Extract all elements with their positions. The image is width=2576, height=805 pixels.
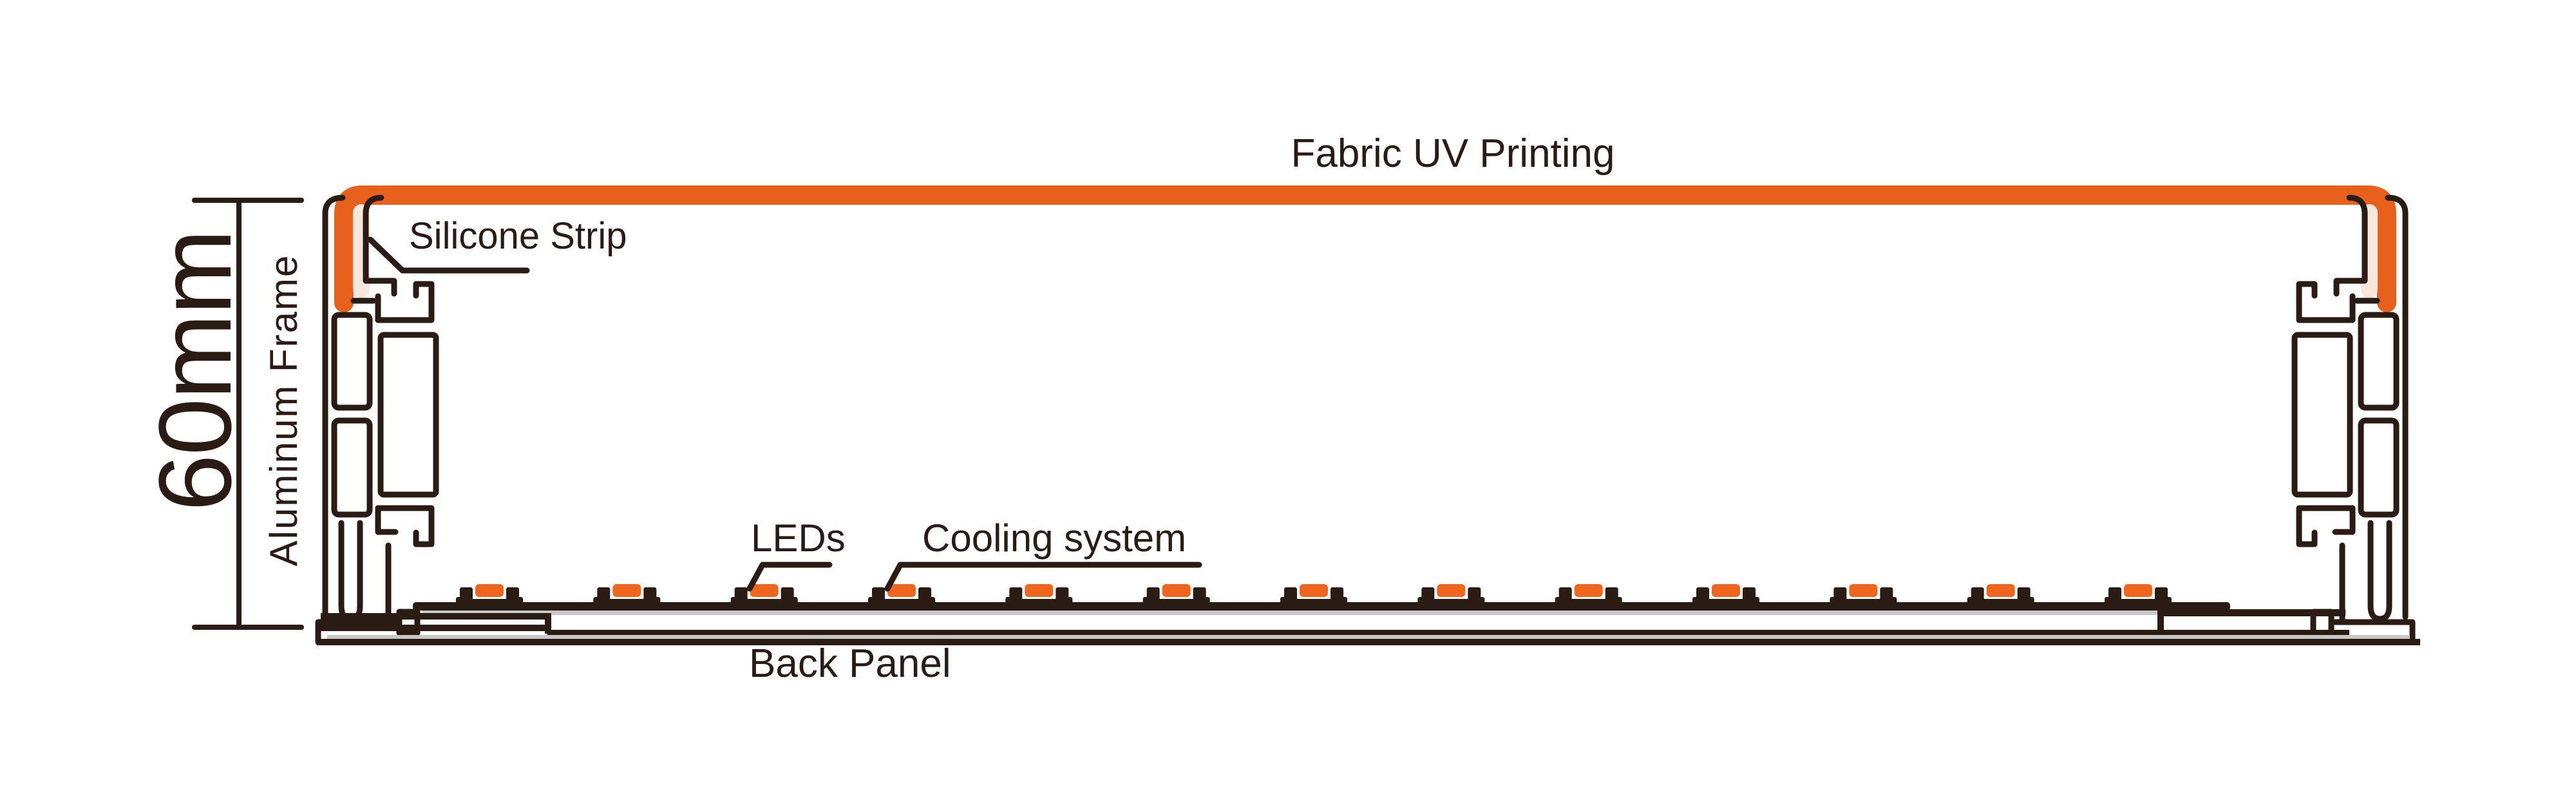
led-chip: [1849, 584, 1878, 597]
led-modules: [456, 584, 2172, 605]
led-chip: [1986, 584, 2015, 597]
led-mount-right: [1880, 587, 1893, 600]
led-cooling-base: [1555, 597, 1622, 605]
led-mount-right: [643, 587, 657, 600]
led-cooling-base: [1830, 597, 1897, 605]
led-chip: [1437, 584, 1466, 597]
led-cooling-base: [730, 597, 798, 605]
led-mount-left: [1971, 587, 1984, 600]
led-mount-right: [1743, 587, 1756, 600]
led-gap: [610, 596, 644, 599]
led-cooling-base: [1417, 597, 1485, 605]
led-gap: [1846, 596, 1880, 599]
led-mount-left: [1558, 587, 1572, 600]
led-cooling-base: [456, 597, 523, 605]
led-mount-left: [1146, 587, 1160, 600]
led-mount-left: [460, 587, 473, 600]
led-chip: [1300, 584, 1328, 597]
led-gap: [1159, 596, 1193, 599]
silicone-strip-label: Silicone Strip: [409, 215, 627, 257]
led-mount-left: [597, 587, 611, 600]
led-chip: [750, 584, 779, 597]
led-chip: [1025, 584, 1054, 597]
led-chip: [475, 584, 504, 597]
fabric-uv-printing-label: Fabric UV Printing: [1291, 131, 1615, 176]
led-mount-right: [1331, 587, 1343, 600]
led-chip: [1162, 584, 1191, 597]
led-chip: [1712, 584, 1740, 597]
led-mount-right: [506, 587, 519, 600]
leds-label: LEDs: [751, 516, 846, 560]
led-mount-left: [872, 587, 885, 600]
led-chip: [1574, 584, 1603, 597]
led-cooling-base: [2105, 597, 2172, 605]
led-mount-left: [1421, 587, 1435, 600]
back-panel-label: Back Panel: [749, 641, 951, 686]
led-chip: [2124, 584, 2152, 597]
cooling-leader-line: [884, 562, 1202, 592]
led-cooling-base: [1967, 597, 2034, 605]
led-chip: [887, 584, 916, 597]
led-mount-right: [1605, 587, 1618, 600]
led-mount-right: [1468, 587, 1481, 600]
fabric-uv-printing-sheet: [334, 185, 2396, 312]
led-gap: [1571, 596, 1605, 599]
led-mount-left: [1696, 587, 1709, 600]
dimension-60mm-lines: [192, 198, 304, 630]
led-mount-left: [1284, 587, 1297, 600]
dimension-60mm-label: 60mm: [137, 230, 252, 512]
back-panel-assembly: [317, 602, 2420, 645]
led-cooling-base: [1692, 597, 1759, 605]
led-cooling-base: [593, 597, 661, 605]
led-cooling-base: [1280, 597, 1347, 605]
led-mount-right: [2155, 587, 2168, 600]
led-mount-left: [2108, 587, 2121, 600]
led-gap: [747, 596, 781, 599]
led-mount-right: [2017, 587, 2031, 600]
led-gap: [1709, 596, 1743, 599]
silicone-leader-line: [367, 236, 530, 274]
led-cooling-base: [1005, 597, 1073, 605]
led-mount-left: [1833, 587, 1847, 600]
back-panel-sheet: [317, 639, 2420, 645]
led-gap: [473, 596, 506, 599]
led-mount-right: [781, 587, 794, 600]
led-gap: [885, 596, 918, 599]
led-gap: [1434, 596, 1468, 599]
led-gap: [1297, 596, 1331, 599]
led-cooling-base: [1142, 597, 1210, 605]
led-gap: [2121, 596, 2155, 599]
led-rail: [413, 602, 2230, 611]
aluminum-frame-label: Aluminum Frame: [262, 254, 305, 567]
led-mount-left: [734, 587, 748, 600]
led-gap: [1022, 596, 1056, 599]
led-gap: [1984, 596, 2018, 599]
led-mount-right: [1193, 587, 1206, 600]
cooling-system-label: Cooling system: [922, 516, 1187, 560]
led-mount-right: [918, 587, 931, 600]
led-chip: [612, 584, 641, 597]
leds-leader-line: [746, 562, 833, 592]
led-mount-right: [1056, 587, 1069, 600]
led-mount-left: [1009, 587, 1023, 600]
led-cooling-base: [868, 597, 935, 605]
